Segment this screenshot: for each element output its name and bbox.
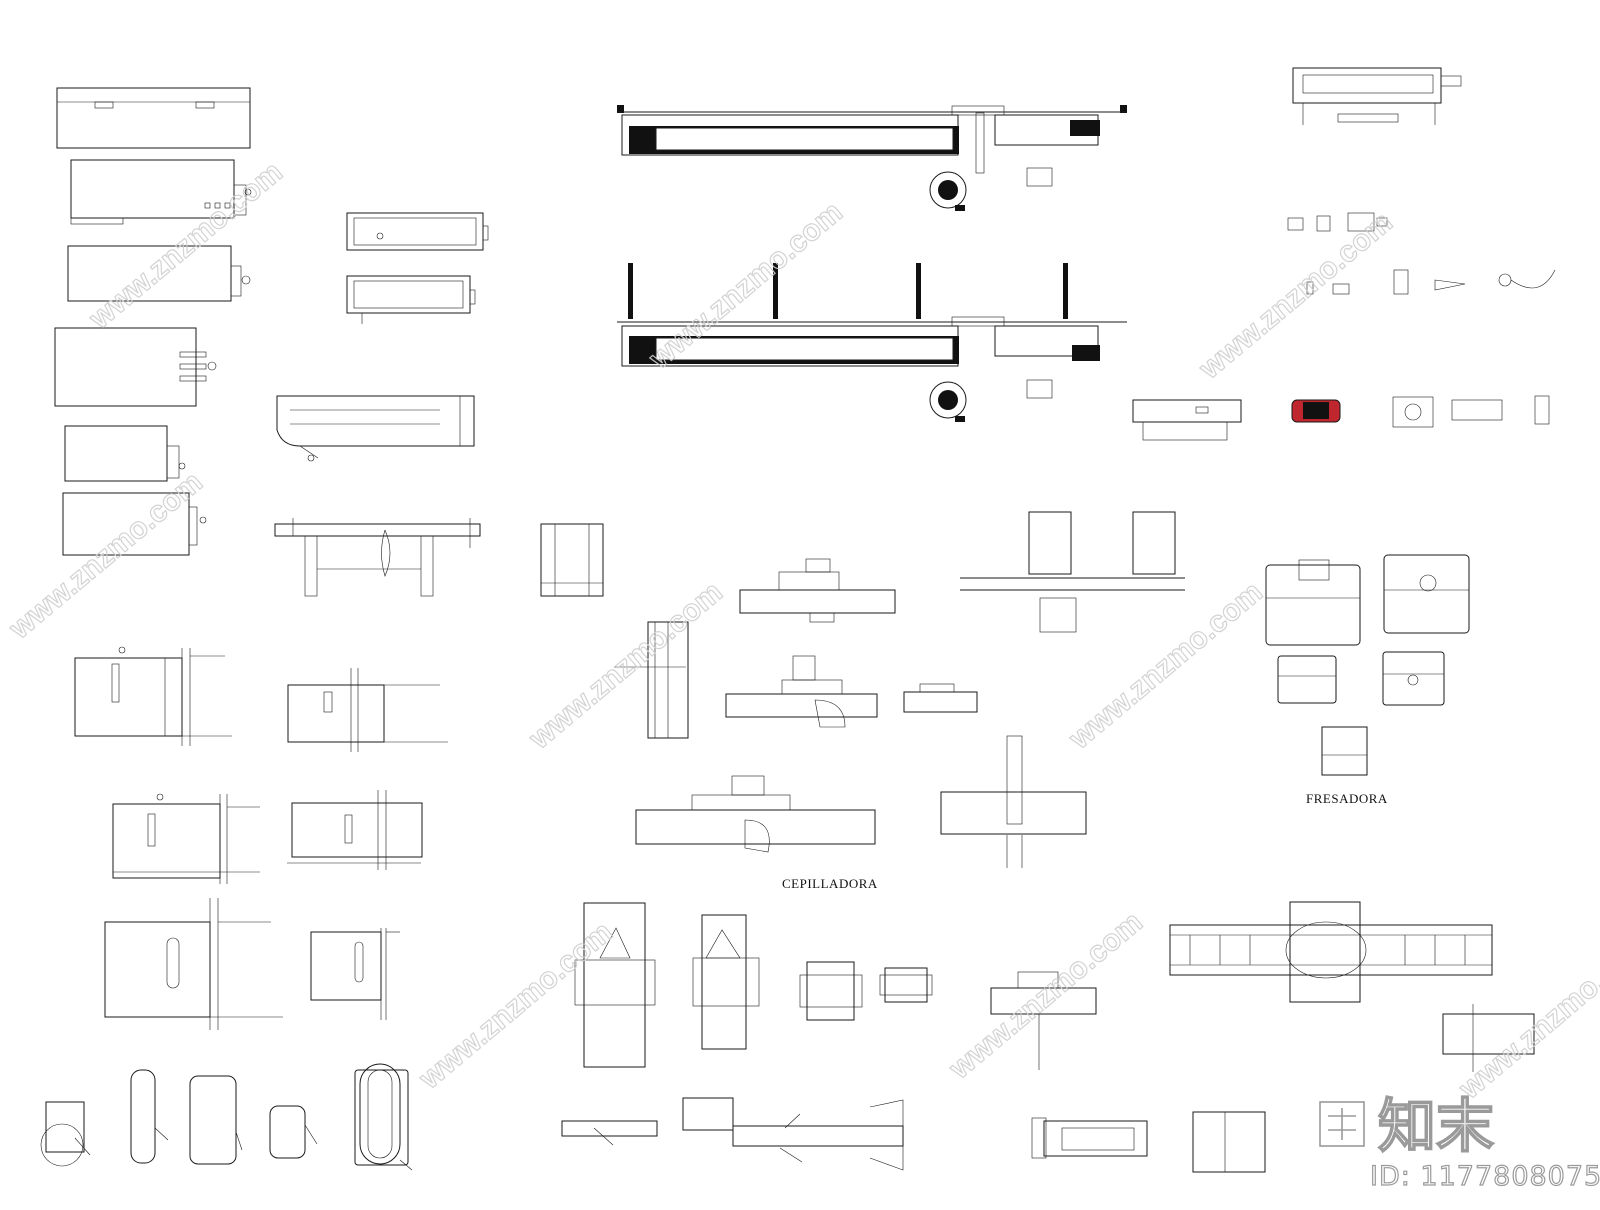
saw-blade-side-view [614,621,689,739]
small-tool-parts-row-2 [1306,269,1556,295]
mortiser-1 [1031,1117,1148,1159]
vertical-saw-frame [960,511,1185,633]
jointer-2 [725,655,878,728]
watermark-text-9: www.znzmo.com [1453,925,1600,1106]
shaper-1 [1265,559,1361,646]
bench-with-vise-4 [64,425,186,482]
watermark-text-7: www.znzmo.com [413,915,619,1096]
bench-with-vise-2 [67,245,251,302]
jointer-4 [635,775,876,853]
clamp-bar-2 [346,275,476,324]
brand-logo-text: 知末 [1378,1092,1494,1160]
clamp-bar-1 [346,212,489,251]
jointer-1 [739,558,896,623]
jointer-3 [903,683,978,713]
planer-small-2 [879,967,933,1003]
long-radial-saw-2 [617,263,1127,422]
tenoner-1 [561,1120,658,1146]
fresadora-label: FRESADORA [1306,791,1388,806]
saw-table-4 [287,790,423,870]
shaper-4 [1382,651,1445,706]
planer-machine-small [1132,399,1242,441]
radial-arm-drill [990,971,1097,1070]
tenoner-2 [682,1097,904,1171]
band-saw-2 [130,1069,169,1164]
watermark-text-3: www.znzmo.com [1193,205,1399,386]
saw-table-2 [287,668,448,752]
watermark-text-6: www.znzmo.com [1063,575,1269,756]
long-radial-saw-1 [617,105,1127,211]
saw-table-3 [112,793,260,884]
red-power-tool [1291,399,1341,423]
shaper-3 [1277,655,1337,704]
image-id-text: ID: 1177808075 [1370,1161,1600,1192]
cepilladora-label: CEPILLADORA [782,876,878,891]
bench-with-vise-1 [70,159,252,225]
band-saw-5 [354,1063,413,1171]
long-beam-saw [1169,901,1493,1003]
planer-small-1 [799,961,863,1021]
saw-table-5 [104,898,283,1030]
planer-top-view-2 [692,914,760,1050]
bench-grinder-elevation [1292,67,1462,125]
bench-end-view [540,523,604,597]
workbench-top-view [56,87,251,149]
saw-table-1 [74,646,232,746]
band-saw-3 [189,1075,243,1165]
thicknesser-top-view [940,735,1087,868]
small-tool-parts-row-1 [1287,212,1388,232]
sliding-table-corner [1442,1004,1535,1072]
mortiser-2 [1192,1111,1266,1173]
bench-with-vise-5 [62,492,207,556]
planer-top-view-1 [574,902,656,1068]
saw-table-6 [310,928,400,1020]
shaper-2 [1383,554,1470,634]
carpentry-bench-elevation [274,518,481,597]
watermark-text-8: www.znzmo.com [943,905,1149,1086]
shaper-5 [1321,726,1368,776]
bench-with-vise-3 [54,327,217,407]
band-saw-1 [40,1101,91,1167]
pipe-valve-parts [1392,395,1550,428]
watermark-text-5: www.znzmo.com [523,575,729,756]
slotted-bench [276,395,475,462]
brand-logo: 知末 [1319,1091,1495,1161]
band-saw-4 [269,1105,318,1159]
